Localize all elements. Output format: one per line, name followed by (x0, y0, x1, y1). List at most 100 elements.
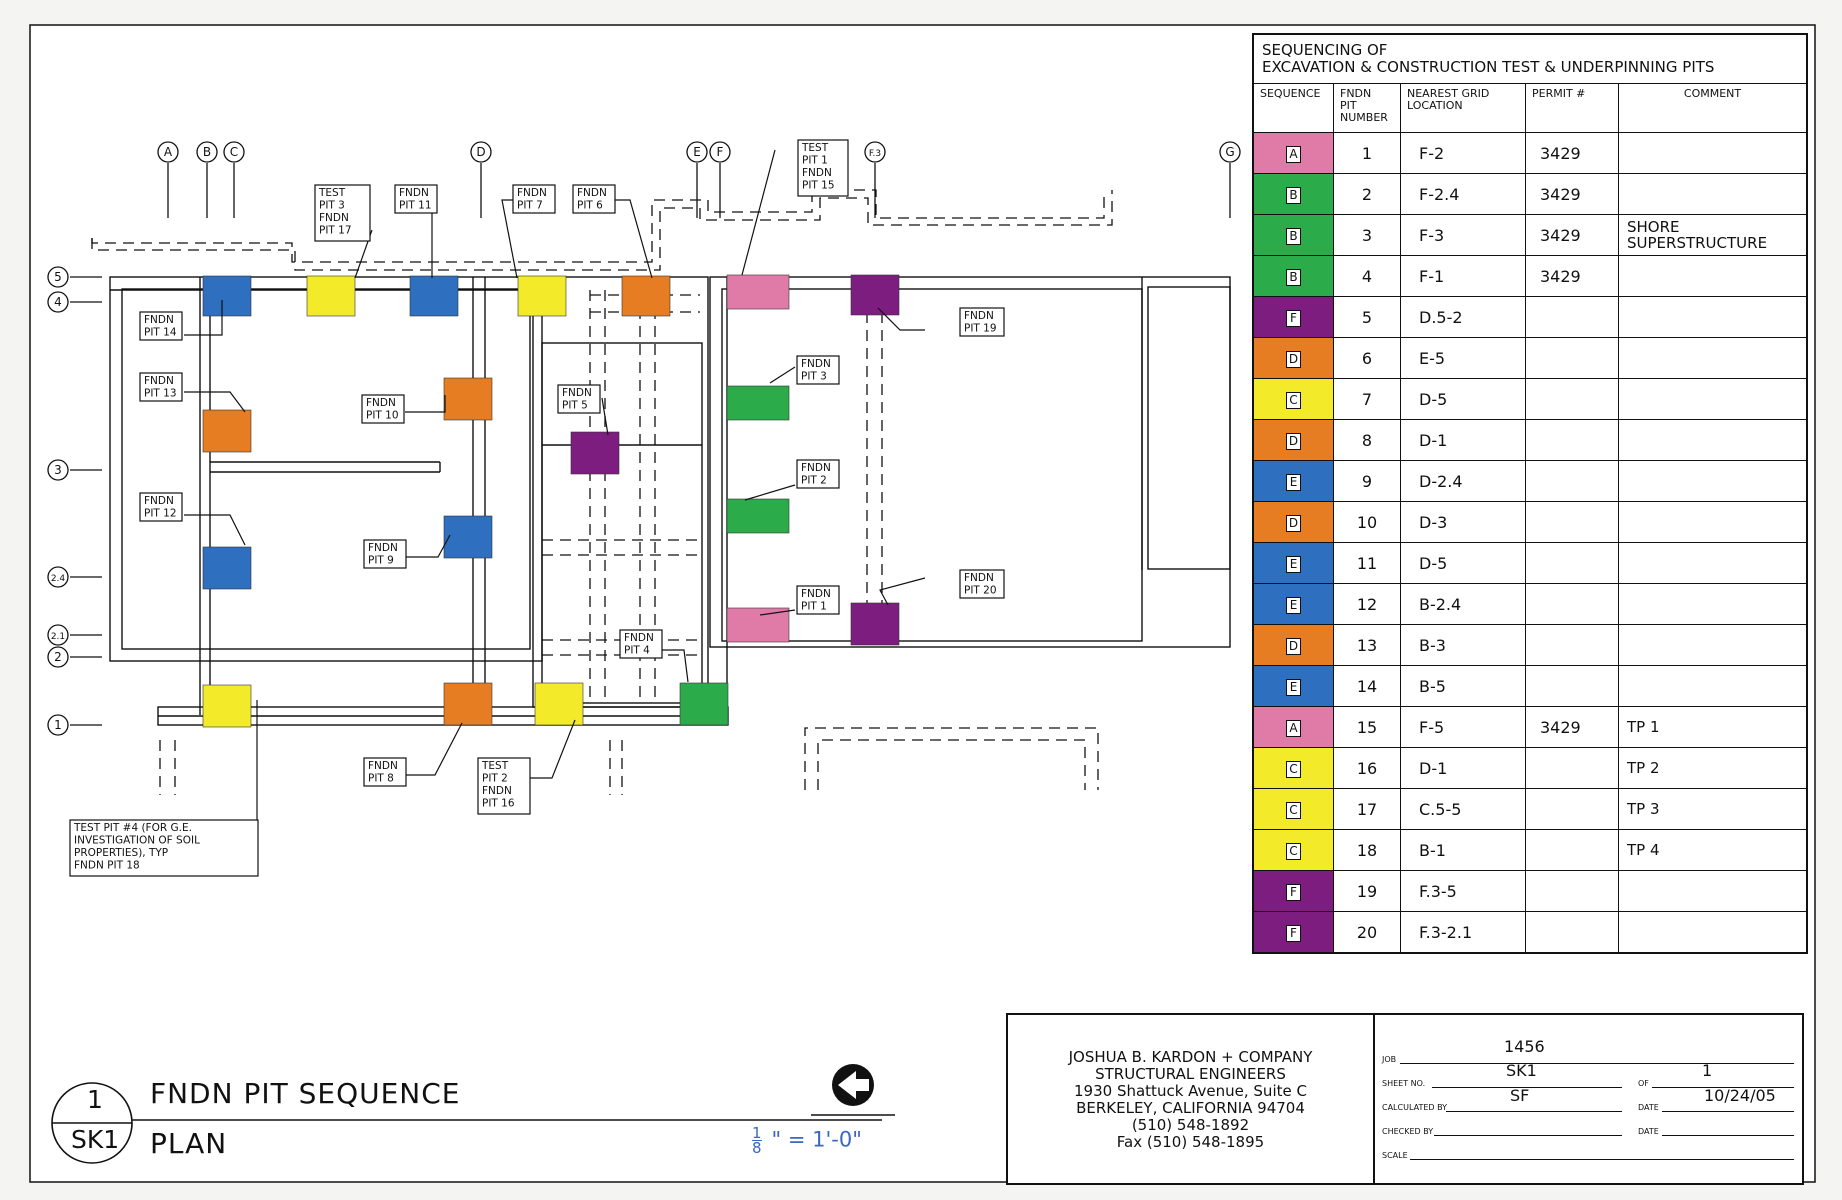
svg-text:PIT 1: PIT 1 (801, 601, 827, 613)
svg-text:FNDN: FNDN (562, 387, 592, 399)
sequence-cell: A (1252, 706, 1334, 748)
sequence-cell: E (1252, 460, 1334, 502)
grid-bubble-label: 2.4 (51, 574, 66, 584)
pit-number-cell: 17 (1333, 788, 1401, 830)
pit-number-cell: 5 (1333, 296, 1401, 338)
sequence-letter: F (1286, 310, 1301, 327)
grid-location-cell: D-5 (1400, 542, 1526, 584)
comment-cell (1618, 378, 1808, 420)
sequence-letter: E (1286, 556, 1301, 573)
sequence-letter: D (1286, 351, 1301, 368)
grid-bubble-label: G (1225, 145, 1234, 159)
grid-bubble-4 (47, 291, 69, 313)
grid-location-cell: B-1 (1400, 829, 1526, 871)
svg-text:PIT 10: PIT 10 (366, 410, 399, 422)
grid-location-cell: F-3 (1400, 214, 1526, 256)
permit-cell: 3429 (1525, 132, 1619, 174)
svg-text:PIT 16: PIT 16 (482, 798, 515, 810)
comment-cell (1618, 870, 1808, 912)
sequence-letter: E (1286, 597, 1301, 614)
sheet-of: 1 (1702, 1061, 1713, 1080)
svg-text:PIT 7: PIT 7 (517, 200, 543, 212)
svg-text:PIT 11: PIT 11 (399, 200, 432, 212)
permit-cell (1525, 419, 1619, 461)
pit-3 (726, 385, 790, 421)
svg-text:FNDN: FNDN (144, 314, 174, 326)
pit-markers (202, 274, 900, 728)
svg-text:PIT 17: PIT 17 (319, 225, 352, 237)
svg-text:FNDN: FNDN (801, 358, 831, 370)
plan-title: FNDN PIT SEQUENCE (150, 1077, 461, 1110)
grid-bubble-label: C (230, 145, 238, 159)
svg-text:PIT 5: PIT 5 (562, 400, 588, 412)
grid-bubble-D (470, 141, 492, 163)
svg-text:PIT 13: PIT 13 (144, 388, 177, 400)
svg-text:FNDN PIT 18: FNDN PIT 18 (74, 860, 140, 872)
grid-location-cell: B-2.4 (1400, 583, 1526, 625)
pit-number-cell: 20 (1333, 911, 1401, 954)
pit-4 (679, 682, 729, 726)
sequence-cell: C (1252, 378, 1334, 420)
pit-number-cell: 8 (1333, 419, 1401, 461)
pit-number-cell: 12 (1333, 583, 1401, 625)
svg-text:TEST: TEST (318, 187, 346, 199)
comment-cell (1618, 583, 1808, 625)
sequence-letter: C (1286, 802, 1301, 819)
sequence-cell: E (1252, 583, 1334, 625)
svg-text:FNDN: FNDN (964, 572, 994, 584)
pit-number-cell: 2 (1333, 173, 1401, 215)
sequence-letter: C (1286, 392, 1301, 409)
grid-location-cell: C.5-5 (1400, 788, 1526, 830)
sequence-letter: D (1286, 638, 1301, 655)
permit-cell (1525, 501, 1619, 543)
comment-cell (1618, 337, 1808, 379)
grid-bubble-5 (47, 266, 69, 288)
pit-number-cell: 14 (1333, 665, 1401, 707)
pit-number-cell: 7 (1333, 378, 1401, 420)
sequence-cell: F (1252, 296, 1334, 338)
svg-text:FNDN: FNDN (368, 760, 398, 772)
pit-8 (443, 682, 493, 726)
pit-10 (443, 377, 493, 421)
grid-bubble-A (157, 141, 179, 163)
pit-14 (202, 275, 252, 317)
calculated-by: SF (1510, 1086, 1530, 1105)
svg-text:PIT 4: PIT 4 (624, 645, 650, 657)
svg-text:FNDN: FNDN (366, 397, 396, 409)
grid-location-cell: F.3-5 (1400, 870, 1526, 912)
permit-cell (1525, 542, 1619, 584)
svg-text:PIT 6: PIT 6 (577, 200, 603, 212)
svg-text:FNDN: FNDN (964, 310, 994, 322)
pit-20 (850, 602, 900, 646)
comment-cell (1618, 173, 1808, 215)
comment-cell (1618, 911, 1808, 954)
grid-bubble-E (686, 141, 708, 163)
grid-bubble-label: 2 (54, 650, 62, 664)
pit-19 (850, 274, 900, 316)
grid-bubble-label: F (717, 145, 724, 159)
sequence-letter: C (1286, 761, 1301, 778)
plan-subtitle: PLAN (150, 1127, 228, 1160)
pit-1 (726, 607, 790, 643)
header-comment: COMMENT (1618, 83, 1808, 133)
svg-text:FNDN: FNDN (517, 187, 547, 199)
pit-number-cell: 10 (1333, 501, 1401, 543)
grid-bubble-label: B (203, 145, 211, 159)
grid-bubble-label: 4 (54, 295, 62, 309)
